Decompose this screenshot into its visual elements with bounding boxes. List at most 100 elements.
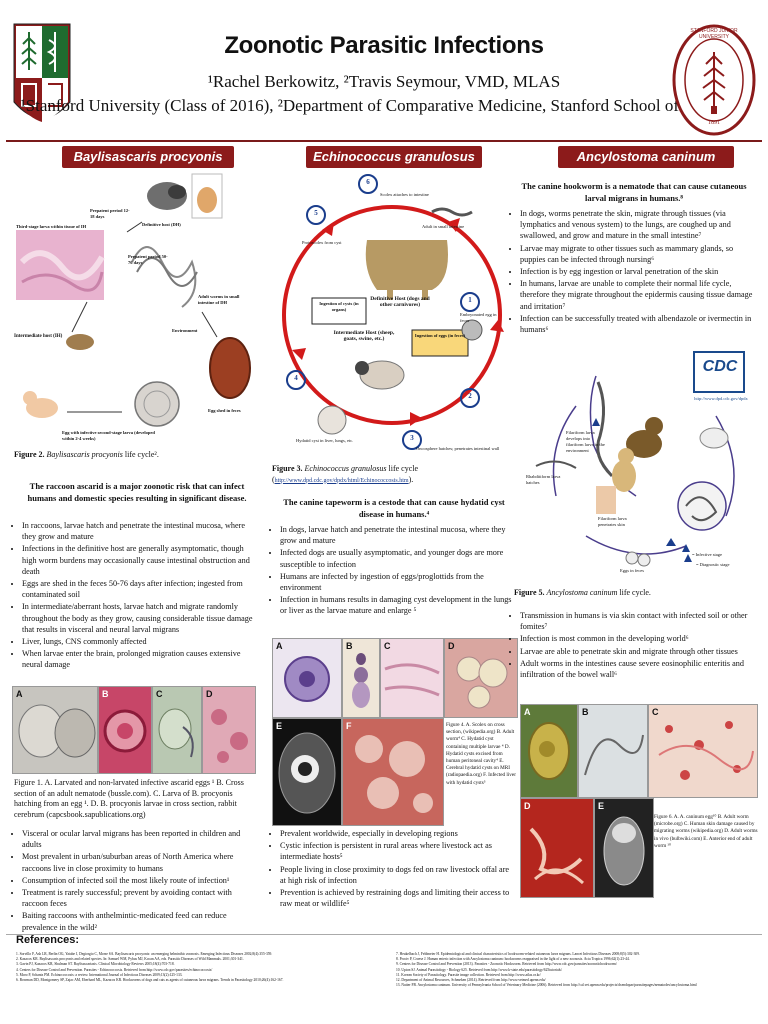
list-item: Consumption of infected soil the most li… — [22, 875, 258, 886]
figure1-panels: A B C D — [12, 686, 256, 774]
reference-item: 13. Nutter FB. Ancylostoma caninum. Univ… — [396, 983, 697, 988]
label-ingestion-eggs: Ingestion of eggs (in feces) — [414, 333, 466, 338]
fig4-panel-f: F — [342, 718, 444, 826]
label-oncosphere: Oncosphere hatches; penetrates intestina… — [416, 446, 500, 451]
fig1-panel-a: A — [12, 686, 98, 774]
figure4-panels: A B C D E F Figure 4. A. Scolex on cross… — [272, 638, 518, 826]
banner-ancylostoma-label: Ancylostoma caninum — [576, 149, 716, 164]
reference-item: 3. Gavin PJ, Kazacos KR, Shulman ST. Bay… — [16, 962, 175, 967]
label-ingestion-cysts: Ingestion of cysts (in organs) — [319, 301, 359, 312]
list-item: When larvae enter the brain, prolonged m… — [22, 648, 258, 670]
label-egg-shed: Egg shed in feces — [208, 408, 241, 413]
fig2-caption-rest: life cycle². — [122, 450, 159, 459]
echino-num-3: 3 — [410, 434, 414, 442]
reference-item: 5. Moro P, Schantz PM. Echinococcosis: a… — [16, 972, 183, 977]
banner-echinococcus-label: Echinococcus granulosus — [313, 149, 475, 164]
label-eggs: Eggs in feces — [620, 568, 644, 573]
list-item: Prevalent worldwide, especially in devel… — [280, 828, 516, 839]
fig4-label-c: C — [384, 641, 391, 651]
label-definitive-host: Definitive Host (dogs and other carnivor… — [370, 296, 430, 308]
list-item: Infected dogs are usually asymptomatic, … — [280, 547, 516, 569]
cdc-url: http://www.dpd.cdc.gov/dpdx — [694, 396, 748, 401]
seal-text: STANFORD JUNIOR UNIVERSITY — [690, 28, 738, 40]
fig1-label-c: C — [156, 689, 163, 699]
fig3-caption-species: Echinococcus granulosus — [304, 464, 387, 473]
fig1-panel-c: C — [152, 686, 202, 774]
fig6-label-c: C — [652, 707, 659, 717]
fig3-cdc-link[interactable]: http://www.dpd.cdc.gov/dpdx/html/Echinoc… — [274, 477, 409, 484]
list-item: In dogs, larvae hatch and penetrate the … — [280, 524, 516, 546]
fig2-caption-prefix: Figure 2. — [14, 450, 47, 459]
fig6-panel-b: B — [578, 704, 648, 798]
fig6-panel-e: E — [594, 798, 654, 898]
baylisascaris-lifecycle-diagram: Prepatent period 12-18 days Definitive h… — [12, 172, 252, 450]
fig1-panel-b: B — [98, 686, 152, 774]
fig1-label-a: A — [16, 689, 23, 699]
echino-num-1: 1 — [468, 296, 472, 304]
banner-baylisascaris: Baylisascaris procyonis — [62, 146, 234, 168]
banner-baylisascaris-label: Baylisascaris procyonis — [73, 149, 223, 164]
fig4-label-d: D — [448, 641, 455, 651]
label-third-stage: Third-stage larva within tissue of IH — [16, 224, 87, 229]
label-rhabditiform: Rhabditiform larva hatches — [526, 474, 561, 485]
list-item: Cystic infection is persistent in rural … — [280, 840, 516, 862]
echino-num-2: 2 — [468, 392, 472, 400]
references-heading: References: — [16, 934, 79, 946]
fig6-caption: Figure 6. A. A. caninum egg¹⁰ B. Adult w… — [654, 814, 758, 849]
references-right: 7. Heukelbach J, Feldmeier H. Epidemiolo… — [396, 952, 758, 988]
fig6-label-b: B — [582, 707, 589, 717]
poster-title: Zoonotic Parasitic Infections — [224, 32, 544, 59]
echino-num-5: 5 — [314, 209, 318, 217]
reference-item: 4. Centers for Disease Control and Preve… — [16, 967, 213, 972]
echinococcus-lead: The canine tapeworm is a cestode that ca… — [283, 497, 505, 519]
references-divider — [6, 934, 762, 935]
fig5-caption: Figure 5. Ancylostoma caninum life cycle… — [514, 588, 758, 599]
baylisascaris-lead: The raccoon ascarid is a major zoonotic … — [27, 481, 247, 503]
label-protoscolex: Protoscolex from cyst — [302, 240, 342, 245]
fig5-caption-species: Ancylostoma caninum — [546, 588, 618, 597]
baylisascaris-bullets-2: Visceral or ocular larval migrans has be… — [10, 828, 258, 934]
list-item: Infection is most common in the developi… — [520, 633, 760, 644]
fig3-caption: Figure 3. Echinococcus granulosus life c… — [272, 464, 516, 486]
fig5-caption-rest: life cycle. — [617, 588, 651, 597]
references-left: 1. Sorvillo F, Ash LR, Berlin OG, Yatabe… — [16, 952, 376, 983]
reference-item: 2. Kazacos KR. Baylisascaris procyonis a… — [16, 957, 244, 962]
list-item: People living in close proximity to dogs… — [280, 864, 516, 886]
label-hydatid: Hydatid cyst in liver, lungs, etc. — [296, 438, 354, 443]
fig4-panel-b: B — [342, 638, 380, 718]
list-item: Infection is by egg ingestion or larval … — [520, 266, 760, 277]
list-item: Transmission in humans is via skin conta… — [520, 610, 760, 632]
label-intermediate-host: Intermediate Host (sheep, goats, swine, … — [333, 330, 395, 342]
label-embryonated: Embryonated egg in feces — [460, 312, 497, 323]
list-item: In humans, larvae are unable to complete… — [520, 278, 760, 312]
stanford-seal: STANFORD JUNIOR UNIVERSITY 1891 — [672, 24, 756, 136]
stanford-medicine-logo — [12, 22, 72, 138]
fig4-panel-a: A — [272, 638, 342, 718]
legend-diagnostic: = Diagnostic stage — [696, 562, 730, 567]
figure6-panels: A B C D E Figure 6. A. A. caninum egg¹⁰ … — [520, 704, 758, 898]
label-penetrates: Filariform larva penetrates skin — [598, 516, 627, 527]
list-item: Treatment is rarely successful; prevent … — [22, 887, 258, 909]
list-item: Liver, lungs, CNS commonly affected — [22, 636, 258, 647]
echinococcus-lifecycle-diagram: 1 2 3 4 5 6 Scolex attaches to intestine… — [272, 170, 512, 460]
seal-year: 1891 — [708, 120, 720, 126]
fig4-label-e: E — [276, 721, 283, 731]
label-environment: Environment — [172, 328, 198, 333]
fig6-label-a: A — [524, 707, 531, 717]
list-item: Most prevalent in urban/suburban areas o… — [22, 851, 258, 873]
reference-item: 6. Bowman DD, Montgomery SP, Zajac AM, E… — [16, 978, 284, 983]
baylisascaris-bullets: In raccoons, larvae hatch and penetrate … — [10, 520, 258, 672]
fig2-caption: Figure 2. Baylisascaris procyonis life c… — [14, 450, 254, 461]
list-item: In dogs, worms penetrate the skin, migra… — [520, 208, 760, 242]
fig4-label-b: B — [346, 641, 353, 651]
list-item: Larvae are able to penetrate skin and mi… — [520, 646, 760, 657]
fig6-label-d: D — [524, 801, 531, 811]
fig3-caption-rest: life cycle ( — [272, 464, 419, 484]
echino-num-6: 6 — [366, 178, 370, 186]
label-prepatent2: Prepatent period 50-76 days — [128, 254, 168, 265]
list-item: Prevention is achieved by restraining do… — [280, 887, 516, 909]
echinococcus-bullets-2: Prevalent worldwide, especially in devel… — [268, 828, 516, 910]
fig4-label-f: F — [346, 721, 352, 731]
reference-item: 12. Department of Animal Resources, Schm… — [396, 978, 546, 983]
fig1-label-d: D — [206, 689, 213, 699]
